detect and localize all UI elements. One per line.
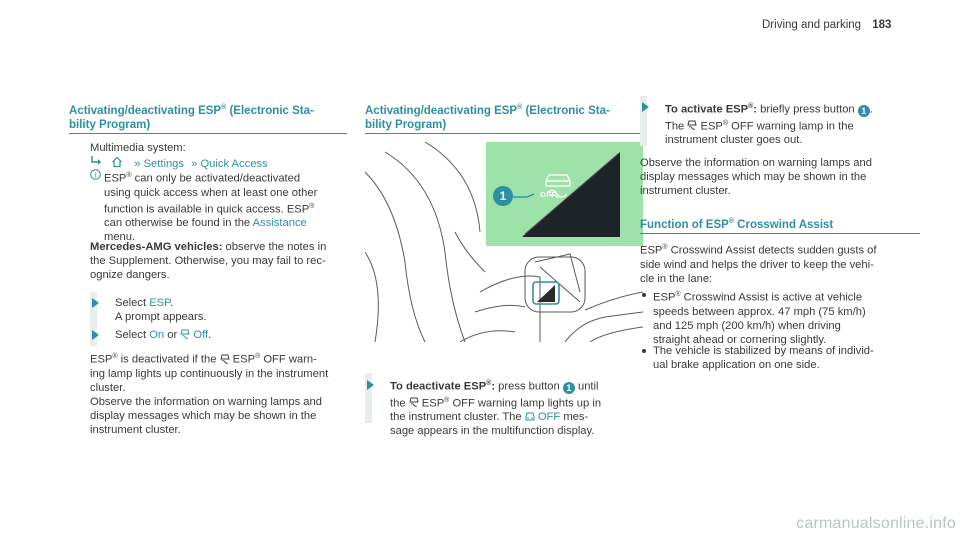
- step-select-esp: Select ESP. A prompt appears.: [115, 297, 207, 323]
- step-bar: [90, 292, 97, 328]
- step-bar: [640, 96, 647, 146]
- callout-1: 1: [493, 186, 513, 206]
- chevron-right-icon: »: [191, 158, 198, 170]
- note-text: ESP® can only be activated/deactivated u…: [104, 172, 318, 244]
- console-illustration: [364, 141, 644, 343]
- on-option[interactable]: On: [149, 329, 165, 341]
- esp-off-icon: [687, 120, 698, 131]
- off-message: OFF: [537, 411, 561, 424]
- col3-observe: Observe the information on warning lamps…: [640, 157, 872, 197]
- button-1-ref: 1: [562, 381, 575, 394]
- esp-option[interactable]: ESP: [149, 297, 171, 309]
- deactivate-step: To deactivate ESP®: press button 1 until…: [390, 380, 602, 438]
- svg-text:i: i: [94, 170, 96, 179]
- step-select-on-off: Select On or Off.: [115, 329, 212, 341]
- home-icon[interactable]: [111, 156, 123, 172]
- assistance-link[interactable]: Assistance: [252, 217, 307, 230]
- bullet-item: ESP® Crosswind Assist is active at vehic…: [653, 291, 866, 346]
- col1-title: Activating/deactivating ESP® (Electronic…: [69, 104, 314, 131]
- running-header: Driving and parking 183: [762, 18, 891, 32]
- deactivated-text: ESP® is deactivated if the ESP® OFF warn…: [90, 353, 329, 436]
- col1-rule: [69, 133, 347, 134]
- esp-off-icon: [219, 354, 230, 365]
- bullet-icon: [642, 293, 646, 297]
- step-arrow-icon: [367, 380, 374, 390]
- chevron-right-icon: »: [134, 158, 141, 170]
- section-title: Driving and parking: [762, 19, 862, 31]
- activate-step: To activate ESP®: briefly press button 1…: [665, 103, 873, 147]
- step-arrow-icon: [92, 330, 99, 340]
- esp-off-icon: [409, 397, 419, 408]
- multimedia-label: Multimedia system:: [90, 142, 186, 154]
- col3-title: Function of ESP® Crosswind Assist: [640, 218, 834, 231]
- return-arrow-icon: [90, 155, 102, 171]
- amg-note: Mercedes-AMG vehicles: observe the notes…: [90, 241, 327, 281]
- esp-off-icon: [180, 329, 190, 340]
- col2-title: Activating/deactivating ESP® (Electronic…: [365, 104, 610, 131]
- nav-quick-access[interactable]: Quick Access: [200, 158, 268, 170]
- crosswind-intro: ESP® Crosswind Assist detects sudden gus…: [640, 244, 877, 285]
- page-number: 183: [872, 19, 892, 31]
- step-arrow-icon: [92, 298, 99, 308]
- col2-rule: [365, 133, 643, 134]
- watermark: carmanualsonline.info: [796, 515, 956, 532]
- off-button-label[interactable]: OFF: [540, 190, 557, 199]
- info-icon: i: [90, 169, 101, 184]
- col3-rule: [640, 233, 920, 234]
- button-1-ref: 1: [857, 104, 870, 117]
- step-arrow-icon: [642, 102, 649, 112]
- car-icon: [525, 411, 535, 422]
- bullet-item: The vehicle is stabilized by means of in…: [653, 345, 874, 371]
- off-option[interactable]: Off: [193, 329, 209, 341]
- bullet-icon: [642, 349, 646, 353]
- nav-path: » Settings » Quick Access: [90, 155, 268, 172]
- step-bar: [365, 373, 372, 423]
- nav-settings[interactable]: Settings: [143, 158, 184, 170]
